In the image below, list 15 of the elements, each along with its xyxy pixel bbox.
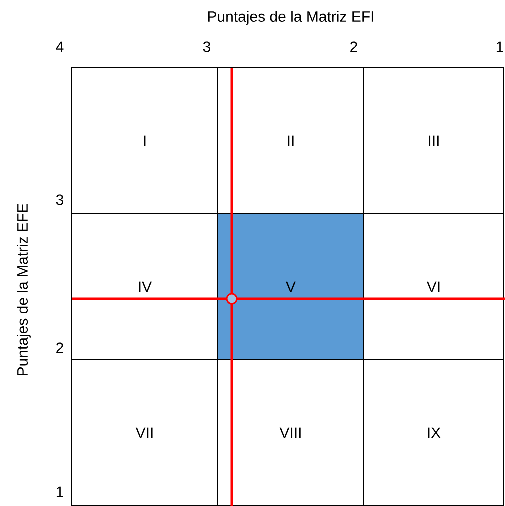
matrix-cell: IX bbox=[364, 360, 504, 506]
tick-label: 2 bbox=[350, 42, 358, 52]
matrix-cell: VI bbox=[364, 214, 504, 360]
axis-title: Puntajes de la Matriz EFE bbox=[17, 204, 31, 376]
tick-label: 1 bbox=[496, 42, 504, 52]
tick-label: 2 bbox=[56, 342, 64, 354]
matrix-cell: V bbox=[218, 214, 364, 360]
matrix-cell: III bbox=[364, 68, 504, 214]
tick-label: 3 bbox=[56, 194, 64, 206]
axis-title: Puntajes de la Matriz EFI bbox=[208, 11, 374, 25]
matrix-cell: VIII bbox=[218, 360, 364, 506]
tick-label: 3 bbox=[203, 42, 210, 52]
tick-label: 4 bbox=[56, 42, 64, 52]
matrix-cell: VII bbox=[72, 360, 218, 506]
matrix-cell: I bbox=[72, 68, 218, 214]
